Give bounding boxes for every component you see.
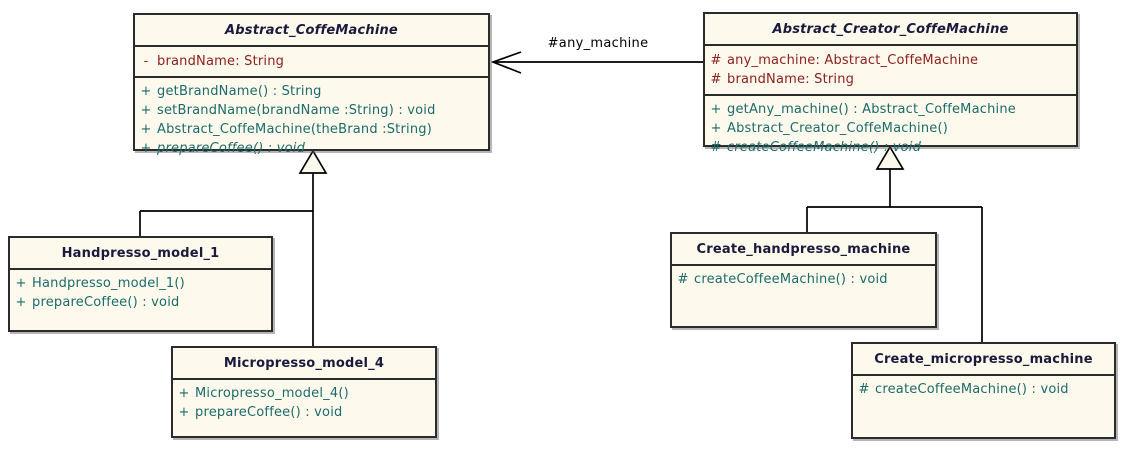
- methods-compartment: + getBrandName() : String + setBrandName(br…: [135, 76, 488, 158]
- member-row: + getAny_machine() : Abstract_CoffeMachin…: [705, 100, 1076, 119]
- member-row: + prepareCoffee() : void: [135, 139, 488, 158]
- methods-compartment: + Micropresso_model_4() + prepareCoffee() :…: [173, 378, 435, 436]
- member-row: + Abstract_CoffeMachine(theBrand :String): [135, 120, 488, 139]
- attributes-compartment: # any_machine: Abstract_CoffeMachine # bran…: [705, 44, 1076, 94]
- class-box-create-handpresso-machine[interactable]: Create_handpresso_machine # createCoffeeM…: [670, 232, 937, 328]
- visibility-symbol: +: [140, 103, 152, 118]
- class-title: Handpresso_model_1: [61, 245, 220, 261]
- member-text: Abstract_Creator_CoffeMachine(): [727, 121, 949, 136]
- visibility-symbol: #: [710, 140, 722, 155]
- visibility-symbol: +: [140, 84, 152, 99]
- class-box-abstract-creator-coffemachine[interactable]: Abstract_Creator_CoffeMachine # any_machi…: [703, 12, 1078, 155]
- member-row: # any_machine: Abstract_CoffeMachine: [705, 51, 1076, 70]
- member-text: getAny_machine() : Abstract_CoffeMachine: [727, 102, 1016, 117]
- methods-compartment: # createCoffeeMachine() : void: [672, 264, 935, 326]
- visibility-symbol: +: [140, 141, 152, 156]
- member-text: prepareCoffee() : void: [195, 405, 343, 420]
- visibility-symbol: +: [178, 386, 190, 401]
- member-row: + Micropresso_model_4(): [173, 384, 435, 403]
- visibility-symbol: +: [15, 276, 27, 291]
- member-row: + prepareCoffee() : void: [173, 403, 435, 422]
- member-text: Micropresso_model_4(): [195, 386, 349, 401]
- member-text: createCoffeeMachine() : void: [694, 272, 888, 287]
- member-text: prepareCoffee() : void: [157, 141, 306, 156]
- member-text: Abstract_CoffeMachine(theBrand :String): [157, 122, 432, 137]
- visibility-symbol: -: [143, 54, 149, 69]
- member-row: + prepareCoffee() : void: [10, 293, 271, 312]
- association-any-machine-arrow: [490, 51, 703, 74]
- class-title: Create_handpresso_machine: [696, 241, 911, 257]
- member-text: createCoffeeMachine() : void: [875, 382, 1069, 397]
- class-box-create-micropresso-machine[interactable]: Create_micropresso_machine # createCoffee…: [851, 342, 1116, 439]
- methods-compartment: # createCoffeeMachine() : void: [853, 374, 1114, 437]
- visibility-symbol: +: [710, 102, 722, 117]
- member-row: # createCoffeeMachine() : void: [853, 380, 1114, 399]
- member-row: + getBrandName() : String: [135, 82, 488, 101]
- member-text: setBrandName(brandName :String) : void: [157, 103, 436, 118]
- member-text: getBrandName() : String: [157, 84, 322, 99]
- member-text: brandName: String: [727, 72, 855, 87]
- visibility-symbol: #: [677, 272, 689, 287]
- member-text: createCoffeeMachine() : void: [727, 140, 922, 155]
- member-row: -brandName: String: [135, 52, 488, 71]
- class-box-micropresso-model-4[interactable]: Micropresso_model_4 + Micropresso_model_4…: [171, 346, 437, 438]
- member-text: any_machine: Abstract_CoffeMachine: [727, 53, 979, 68]
- member-text: prepareCoffee() : void: [32, 295, 180, 310]
- member-text: brandName: String: [157, 54, 285, 69]
- class-title: Abstract_CoffeMachine: [225, 22, 398, 38]
- visibility-symbol: +: [15, 295, 27, 310]
- visibility-symbol: +: [710, 121, 722, 136]
- class-title: Micropresso_model_4: [223, 355, 385, 371]
- member-text: Handpresso_model_1(): [32, 276, 185, 291]
- visibility-symbol: +: [178, 405, 190, 420]
- methods-compartment: + getAny_machine() : Abstract_CoffeMachin…: [705, 94, 1076, 157]
- member-row: + Abstract_Creator_CoffeMachine(): [705, 119, 1076, 138]
- visibility-symbol: +: [140, 122, 152, 137]
- member-row: # createCoffeeMachine() : void: [705, 138, 1076, 157]
- class-box-abstract-coffemachine[interactable]: Abstract_CoffeMachine -brandName: String…: [133, 13, 490, 156]
- class-title: Create_micropresso_machine: [874, 351, 1093, 367]
- member-row: # brandName: String: [705, 70, 1076, 89]
- member-row: # createCoffeeMachine() : void: [672, 270, 935, 289]
- member-row: + setBrandName(brandName :String) : void: [135, 101, 488, 120]
- attributes-compartment: -brandName: String: [135, 45, 488, 76]
- class-title: Abstract_Creator_CoffeMachine: [772, 21, 1009, 37]
- methods-compartment: + Handpresso_model_1() + prepareCoffee() : …: [10, 268, 271, 330]
- class-box-handpresso-model-1[interactable]: Handpresso_model_1 + Handpresso_model_1()…: [8, 236, 273, 332]
- visibility-symbol: #: [858, 382, 870, 397]
- visibility-symbol: #: [710, 72, 722, 87]
- association-label: #any_machine: [547, 36, 649, 51]
- visibility-symbol: #: [710, 53, 722, 68]
- member-row: + Handpresso_model_1(): [10, 274, 271, 293]
